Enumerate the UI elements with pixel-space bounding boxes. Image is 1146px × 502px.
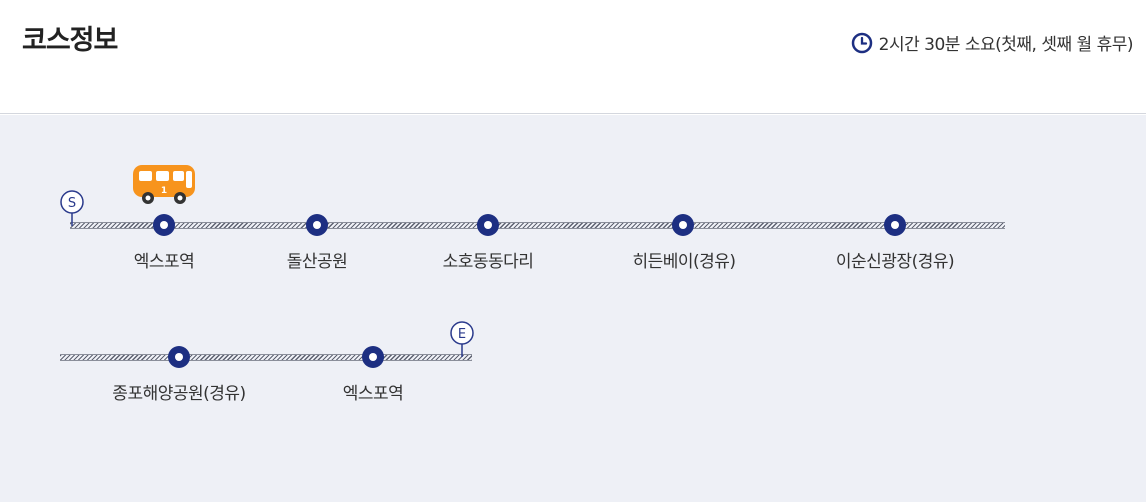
page-title: 코스정보 [22, 25, 118, 56]
stop-label: 돌산공원 [286, 252, 348, 272]
stop-marker[interactable] [884, 214, 906, 236]
stop-marker[interactable] [153, 214, 175, 236]
start-marker-icon: S [60, 190, 84, 226]
stop-label: 히든베이(경유) [632, 252, 736, 272]
stop-marker[interactable] [306, 214, 328, 236]
stop-label: 종포해양공원(경유) [112, 384, 246, 404]
bus-icon: 1 [133, 165, 195, 204]
course-map: S 1 엑스포역 돌산공원 소호동동다리 히든베이(경유) 이순신광장(경유) … [0, 115, 1146, 502]
stop-label: 소호동동다리 [442, 252, 534, 272]
stop-label: 엑스포역 [133, 252, 195, 272]
stop-label: 이순신광장(경유) [835, 252, 955, 272]
stop-marker[interactable] [672, 214, 694, 236]
end-marker-label: E [458, 327, 466, 342]
stop-label: 엑스포역 [342, 384, 404, 404]
route-track-row2 [60, 354, 472, 361]
bus-number: 1 [161, 186, 167, 196]
duration-text: 2시간 30분 소요(첫째, 셋째 월 휴무) [878, 35, 1134, 55]
end-marker-icon: E [450, 321, 474, 357]
duration-info: 2시간 30분 소요(첫째, 셋째 월 휴무) [851, 30, 1134, 55]
stop-marker[interactable] [477, 214, 499, 236]
clock-icon [851, 32, 872, 53]
start-marker-label: S [68, 196, 76, 211]
page-header: 코스정보 2시간 30분 소요(첫째, 셋째 월 휴무) [0, 0, 1146, 114]
route-track-row1 [70, 222, 1005, 229]
stop-marker[interactable] [168, 346, 190, 368]
stop-marker[interactable] [362, 346, 384, 368]
